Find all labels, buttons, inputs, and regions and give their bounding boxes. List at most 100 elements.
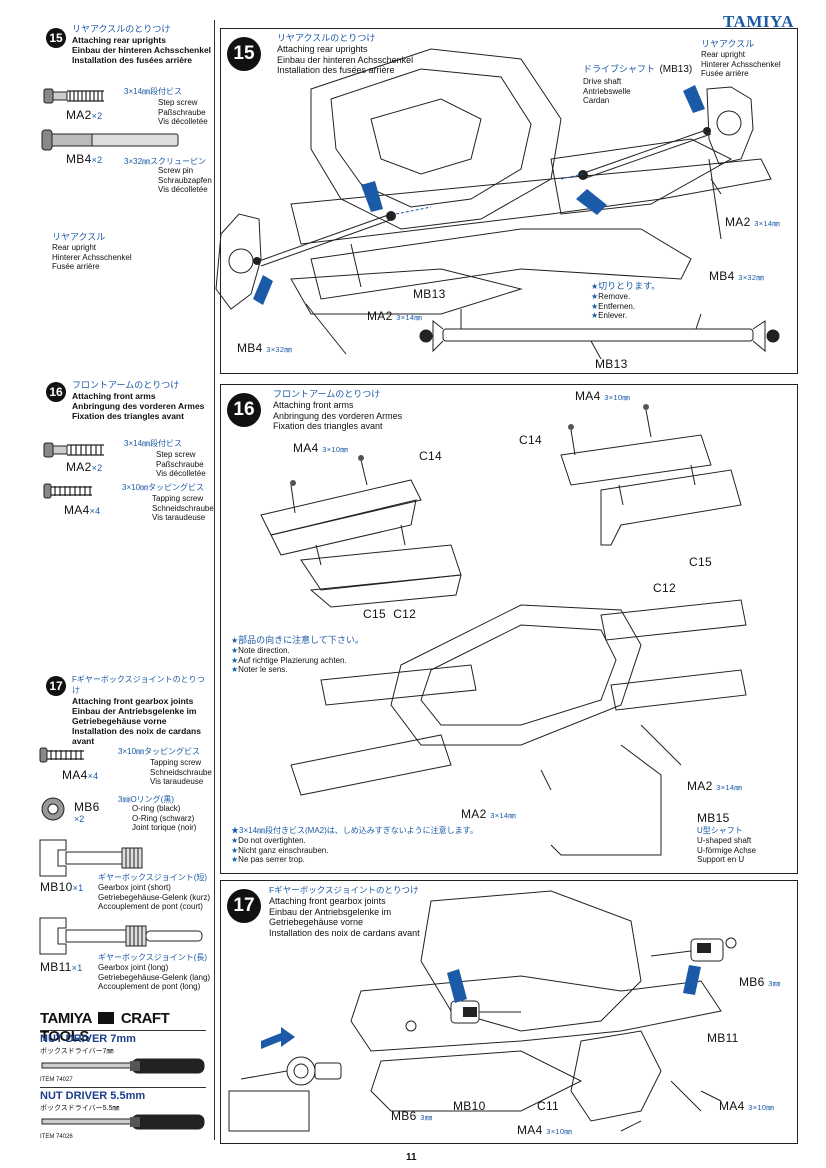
part-ma4-label-16: MA4×4 — [64, 503, 101, 517]
panel-16-title-jp: フロントアームのとりつけ — [273, 389, 381, 399]
mb13-callout: MB13 — [413, 287, 446, 301]
part-ma2-size-16: 3×14㎜段付ビス — [124, 439, 183, 448]
tool-2-item: ITEM 74026 — [40, 1134, 73, 1140]
ma2-callout-right-16: MA2 3×14㎜ — [687, 779, 743, 793]
mb4-callout-left: MB4 3×32㎜ — [237, 341, 293, 355]
rear-upright-left-label-text: リヤアクスル Rear upright Hinterer Achsschenke… — [52, 232, 132, 271]
panel-17-title-en: Attaching front gearbox joints — [269, 896, 386, 906]
tool-2-jp: ボックスドライバー5.5㎜ — [40, 1105, 120, 1112]
ma2-callout-bottom-16: MA2 3×14㎜ — [461, 807, 517, 821]
direction-note: ★部品の向きに注意して下さい。 ★Note direction. ★Auf ri… — [231, 635, 364, 674]
step-17-panel-title: Fギヤーボックスジョイントのとりつけ Attaching front gearb… — [269, 885, 449, 938]
mb6-callout-left: MB6 3㎜ — [391, 1109, 433, 1123]
step-15-title-fr: Installation des fusées arrière — [72, 55, 192, 65]
tamiya-star-logo-icon — [98, 1012, 115, 1024]
part-mb11-names: Gearbox joint (long)Getriebegehäuse-Gele… — [98, 963, 211, 991]
step-16-panel-title: フロントアームのとりつけ Attaching front arms Anbrin… — [273, 389, 473, 432]
step-16-title-fr: Fixation des triangles avant — [72, 411, 184, 421]
nut-driver-7mm-icon — [41, 1058, 205, 1074]
step-15-panel: 15 リヤアクスルのとりつけ Attaching rear uprights E… — [215, 28, 798, 374]
front-arm-assembly-diagram — [260, 404, 747, 856]
step-17-panel-badge: 17 — [227, 889, 261, 923]
brand-logo: TAMIYA — [722, 12, 794, 31]
column-divider — [214, 20, 215, 1140]
craft-tools-header: TAMIYA CRAFT TOOLS — [40, 1010, 206, 1046]
screw-pin-mb4-icon — [41, 129, 179, 151]
step-17-title-block: Fギヤーボックスジョイントのとりつけ Attaching front gearb… — [72, 674, 212, 746]
front-gearbox-joint-diagram — [228, 890, 737, 1132]
part-mb10-names: Gearbox joint (short)Getriebegehäuse-Gel… — [98, 883, 211, 911]
panel-15-title-fr: Installation des fusées arrière — [277, 65, 395, 75]
step-screw-ma2-icon — [43, 88, 104, 104]
ma4-callout-right-17: MA4 3×10㎜ — [719, 1099, 775, 1113]
tool-1-jp: ボックスドライバー7㎜ — [40, 1048, 114, 1055]
o-ring-mb6-icon — [41, 797, 65, 821]
remove-note: ★切りとります。 ★Remove. ★Entfernen. ★Enlever. — [591, 281, 661, 320]
panel-15-title-jp: リヤアクスルのとりつけ — [277, 33, 376, 43]
mb4-callout-right: MB4 3×32㎜ — [709, 269, 765, 283]
rear-upright-right-label: リヤアクスル Rear upright Hinterer Achsschenke… — [701, 39, 781, 78]
step-15-title-jp: リヤアクスルのとりつけ — [72, 24, 171, 34]
nut-driver-5-5mm-icon — [41, 1114, 205, 1130]
step-16-badge: 16 — [46, 382, 66, 402]
step-15-title-en: Attaching rear uprights — [72, 35, 166, 45]
ma2-callout-center: MA2 3×14㎜ — [367, 309, 423, 323]
step-17-title-de: Einbau der Antriebsgelenke im Getriebege… — [72, 706, 197, 726]
c14-left-label: C14 — [419, 449, 442, 463]
mb15-label: MB15 U型シャフト U-shaped shaft U-förmige Ach… — [697, 811, 757, 864]
tools-divider — [40, 1087, 206, 1088]
panel-17-title-de: Einbau der Antriebsgelenke im Getriebege… — [269, 906, 392, 928]
mb11-callout: MB11 — [707, 1031, 739, 1045]
drive-shaft-label: ドライブシャフト (MB13) Drive shaft Antriebswell… — [583, 64, 693, 105]
tool-1-item: ITEM 74027 — [40, 1077, 73, 1083]
part-mb6-names: O-ring (black)O-Ring (schwarz)Joint tori… — [132, 804, 197, 832]
part-mb11-size: ギヤーボックスジョイント(長) — [98, 953, 208, 962]
step-16-title-block: フロントアームのとりつけ Attaching front arms Anbrin… — [72, 380, 212, 421]
step-16-title-en: Attaching front arms — [72, 391, 156, 401]
part-ma2-size: 3×14㎜段付ビス — [124, 87, 183, 96]
step-17-panel: 17 Fギヤーボックスジョイントのとりつけ Attaching front ge… — [220, 880, 798, 1144]
part-ma2-label-16: MA2×2 — [66, 460, 103, 474]
part-ma4-label-17: MA4×4 — [62, 768, 99, 782]
c15-c12-left-label: C15 C12 — [363, 607, 417, 621]
page-number: 11 — [406, 1152, 417, 1163]
step-17-title-fr: Installation des noix de cardans avant — [72, 726, 201, 746]
step-15-badge: 15 — [46, 28, 66, 48]
panel-16-title-en: Attaching front arms — [273, 400, 354, 410]
gearbox-joint-long-mb11-icon — [39, 917, 203, 955]
tapping-screw-ma4-icon — [39, 747, 84, 763]
step-16-title-de: Anbringung des vorderen Armes — [72, 401, 205, 411]
part-mb6-label: MB6 — [74, 800, 100, 814]
tapping-screw-ma4-icon — [43, 483, 92, 499]
part-ma2-label: MA2×2 — [66, 108, 103, 122]
step-15-title-de: Einbau der hinteren Achsschenkel — [72, 45, 212, 55]
part-mb4-label: MB4×2 — [66, 152, 103, 166]
craft-tools-brand: TAMIYA — [40, 1010, 93, 1027]
step-16-title-jp: フロントアームのとりつけ — [72, 380, 180, 390]
panel-15-title-en: Attaching rear uprights — [277, 44, 368, 54]
panel-16-title-de: Anbringung des vorderen Armes — [273, 410, 403, 421]
c12-right-label: C12 — [653, 581, 676, 595]
tools-divider — [40, 1030, 206, 1031]
part-ma4-size-17: 3×10㎜タッピングビス — [118, 747, 201, 756]
ma4-callout-bottom-17: MA4 3×10㎜ — [517, 1123, 573, 1137]
mb6-callout-right: MB6 3㎜ — [739, 975, 781, 989]
step-17-title-en: Attaching front gearbox joints — [72, 696, 194, 706]
c14-right-label: C14 — [519, 433, 542, 447]
tool-2-name: NUT DRIVER 5.5mm — [40, 1090, 146, 1102]
step-15-title-block: リヤアクスルのとりつけ Attaching rear uprights Einb… — [72, 24, 212, 65]
rear-axle-assembly-diagram — [215, 48, 780, 360]
craft-tools-title: CRAFT TOOLS — [40, 1010, 170, 1045]
tool-1-name: NUT DRIVER 7mm — [40, 1033, 136, 1045]
panel-16-title-fr: Fixation des triangles avant — [273, 421, 383, 431]
part-mb6-size: 3㎜Oリング(黒) — [118, 795, 174, 804]
step-15-panel-title: リヤアクスルのとりつけ Attaching rear uprights Einb… — [277, 33, 477, 76]
gearbox-joint-short-mb10-icon — [39, 839, 143, 877]
step-17-badge: 17 — [46, 676, 66, 696]
mb13-bottom-label: MB13 — [595, 357, 628, 371]
